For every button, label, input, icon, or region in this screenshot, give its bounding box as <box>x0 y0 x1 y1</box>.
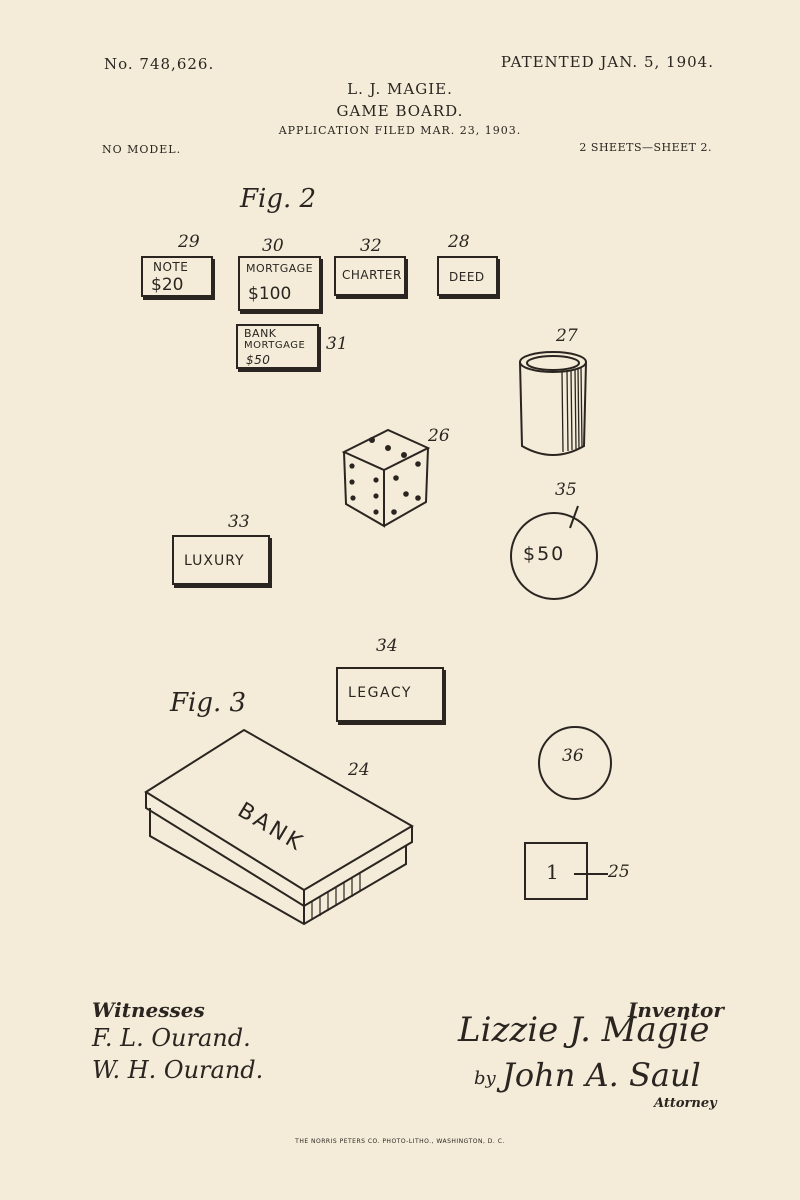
patent-number: No. 748,626. <box>104 55 215 73</box>
ref-bank: 24 <box>348 760 370 780</box>
charter-card-title: CHARTER <box>342 268 402 282</box>
coin-value: $50 <box>523 543 566 565</box>
mortgage-card-title: MORTGAGE <box>246 262 314 275</box>
number-square: 1 <box>524 842 588 900</box>
inventor-signature: Lizzie J. Magie <box>458 1010 710 1050</box>
ref-note: 29 <box>178 232 200 252</box>
application-filed: APPLICATION FILED MAR. 23, 1903. <box>278 124 522 137</box>
disc-drawing <box>538 726 612 800</box>
attorney-signature: John A. Saul <box>502 1056 701 1094</box>
patent-date: PATENTED JAN. 5, 1904. <box>500 53 714 71</box>
deed-card: DEED <box>437 256 498 296</box>
note-card: NOTE $20 <box>141 256 213 297</box>
bank-mortgage-line1: BANK <box>244 327 277 340</box>
ref-cup: 27 <box>556 326 578 346</box>
ref-bank-mortgage: 31 <box>326 334 348 354</box>
ref-disc: 36 <box>562 746 584 766</box>
bank-mortgage-line2: MORTGAGE <box>244 340 306 351</box>
witnesses-label: Witnesses <box>92 998 205 1022</box>
sheet-count: 2 SHEETS—SHEET 2. <box>579 141 712 154</box>
by-label: by <box>474 1068 496 1089</box>
inventor-label: Inventor <box>628 998 724 1022</box>
bank-mortgage-value: $50 <box>246 353 271 367</box>
witness-signature-1: F. L. Ourand. <box>92 1024 251 1052</box>
ref-coin: 35 <box>555 480 577 500</box>
note-card-value: $20 <box>151 275 184 295</box>
number-square-value: 1 <box>546 860 559 884</box>
figure-2-label: Fig. 2 <box>240 184 317 214</box>
inventor-name: L. J. MAGIE. <box>347 80 453 98</box>
luxury-card-title: LUXURY <box>184 553 245 569</box>
ref-die: 26 <box>428 426 450 446</box>
ref-deed: 28 <box>448 232 470 252</box>
bank-box-drawing <box>144 728 414 926</box>
square-ref-leader <box>574 873 608 875</box>
dice-cup-drawing <box>519 351 587 456</box>
attorney-label: Attorney <box>654 1096 717 1111</box>
charter-card: CHARTER <box>334 256 406 296</box>
coin-drawing <box>510 505 598 600</box>
figure-3-label: Fig. 3 <box>170 688 247 718</box>
printer-credit: THE NORRIS PETERS CO. PHOTO-LITHO., WASH… <box>295 1138 505 1145</box>
bank-mortgage-card: BANK MORTGAGE $50 <box>236 324 319 369</box>
ref-mortgage: 30 <box>262 236 284 256</box>
legacy-card: LEGACY <box>336 667 444 722</box>
note-card-title: NOTE <box>153 260 189 274</box>
ref-charter: 32 <box>360 236 382 256</box>
mortgage-card-value: $100 <box>248 284 292 304</box>
witness-signature-2: W. H. Ourand. <box>92 1056 264 1084</box>
no-model-note: NO MODEL. <box>102 143 182 156</box>
deed-card-title: DEED <box>449 270 485 284</box>
legacy-card-title: LEGACY <box>348 685 412 701</box>
ref-legacy: 34 <box>376 636 398 656</box>
die-drawing <box>341 428 431 528</box>
ref-square: 25 <box>608 862 630 882</box>
mortgage-card: MORTGAGE $100 <box>238 256 321 311</box>
luxury-card: LUXURY <box>172 535 270 585</box>
ref-luxury: 33 <box>228 512 250 532</box>
patent-title: GAME BOARD. <box>336 102 464 120</box>
